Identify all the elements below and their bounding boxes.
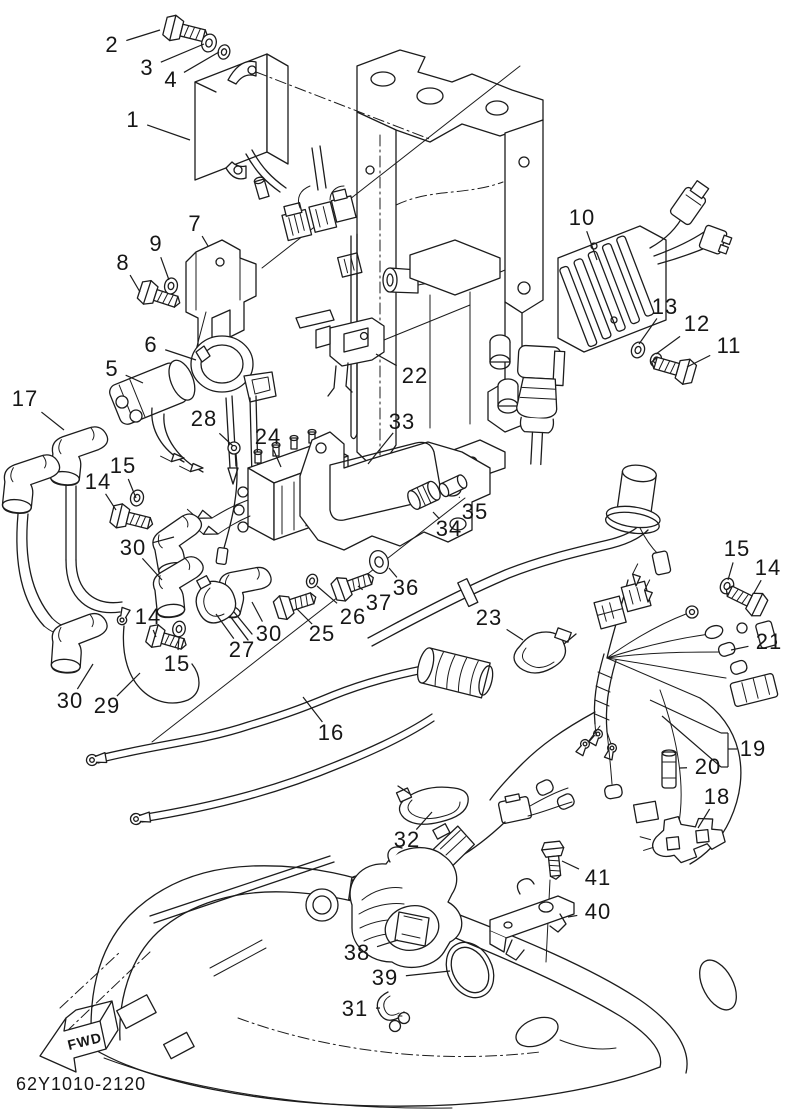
callout-10-9: 10 (568, 205, 596, 230)
callout-14-19: 14 (84, 469, 112, 494)
callout-41-42: 41 (584, 865, 612, 890)
callout-40-43: 40 (584, 899, 612, 924)
callout-15-35: 15 (723, 536, 751, 561)
cdi-wire-connectors (246, 146, 362, 277)
callout-20-39: 20 (694, 754, 722, 779)
o-ring-39 (437, 934, 503, 1006)
callout-14-29: 14 (134, 604, 162, 629)
bushing-rollers (490, 335, 518, 413)
pin-35 (437, 474, 468, 499)
callout-15-18: 15 (109, 453, 137, 478)
callout-38-44: 38 (343, 940, 371, 965)
callout-17-13: 17 (11, 386, 39, 411)
callout-39-45: 39 (371, 965, 399, 990)
cdi-unit (161, 12, 432, 180)
main-connector (513, 345, 565, 465)
callout-35-20: 35 (461, 499, 489, 524)
part-code: 62Y1010-2120 (16, 1074, 146, 1094)
callout-28-14: 28 (190, 406, 218, 431)
wire-harness (422, 462, 778, 873)
callout-34-21: 34 (435, 516, 463, 541)
harness-curve (368, 522, 648, 646)
relay-holder (191, 336, 276, 402)
callout-8-6: 8 (116, 250, 130, 275)
callout-23-34: 23 (475, 605, 503, 630)
ground-lead-29 (115, 606, 199, 703)
callout-30-27: 30 (255, 621, 283, 646)
callout-36-23: 36 (392, 575, 420, 600)
cable-terminal-boot (414, 646, 495, 699)
rod-holder-22 (296, 234, 470, 439)
callout-37-24: 37 (365, 590, 393, 615)
callout-3-2: 3 (140, 55, 154, 80)
clamp-bracket-40 (490, 879, 574, 960)
callout-11-12: 11 (716, 333, 742, 358)
callout-27-28: 27 (228, 637, 256, 662)
rectifier-plug-a (669, 178, 713, 226)
power-head-bracket (262, 50, 543, 482)
grommet-38 (350, 847, 462, 968)
callout-6-7: 6 (144, 332, 158, 357)
callout-12-11: 12 (683, 311, 711, 336)
callout-30-31: 30 (56, 688, 84, 713)
relay-bracket (135, 240, 256, 350)
callout-31-46: 31 (341, 996, 369, 1021)
callout-14-36: 14 (754, 555, 782, 580)
collar-34 (405, 480, 442, 512)
callout-30-22: 30 (119, 535, 147, 560)
fwd-arrow: FWD (40, 1001, 118, 1072)
callout-15-30: 15 (163, 651, 191, 676)
callout-25-26: 25 (308, 621, 336, 646)
callout-2-1: 2 (105, 32, 119, 57)
callout-26-25: 26 (339, 604, 367, 629)
callout-5-8: 5 (105, 356, 119, 381)
callout-1-0: 1 (126, 107, 140, 132)
callout-7-4: 7 (188, 211, 202, 236)
cable-tie-23 (514, 628, 576, 673)
fuse-20 (662, 750, 676, 788)
callout-16-33: 16 (317, 720, 345, 745)
callout-22-17: 22 (401, 363, 429, 388)
clip-31 (377, 992, 409, 1032)
lead-wire-28 (216, 442, 240, 565)
callout-13-10: 13 (651, 294, 679, 319)
battery-cables (84, 646, 496, 826)
callout-18-40: 18 (703, 784, 731, 809)
callout-29-32: 29 (93, 693, 121, 718)
cable-tie-32 (396, 786, 468, 824)
callout-32-41: 32 (393, 827, 421, 852)
callout-21-37: 21 (755, 629, 783, 654)
spark-plug-caps (0, 422, 122, 636)
callout-4-3: 4 (164, 67, 178, 92)
clamp-27 (196, 576, 252, 640)
callout-24-15: 24 (254, 424, 282, 449)
rectifier-plug-b (699, 225, 734, 257)
callout-9-5: 9 (149, 231, 163, 256)
callout-19-38: 19 (739, 736, 767, 761)
callout-33-16: 33 (388, 409, 416, 434)
